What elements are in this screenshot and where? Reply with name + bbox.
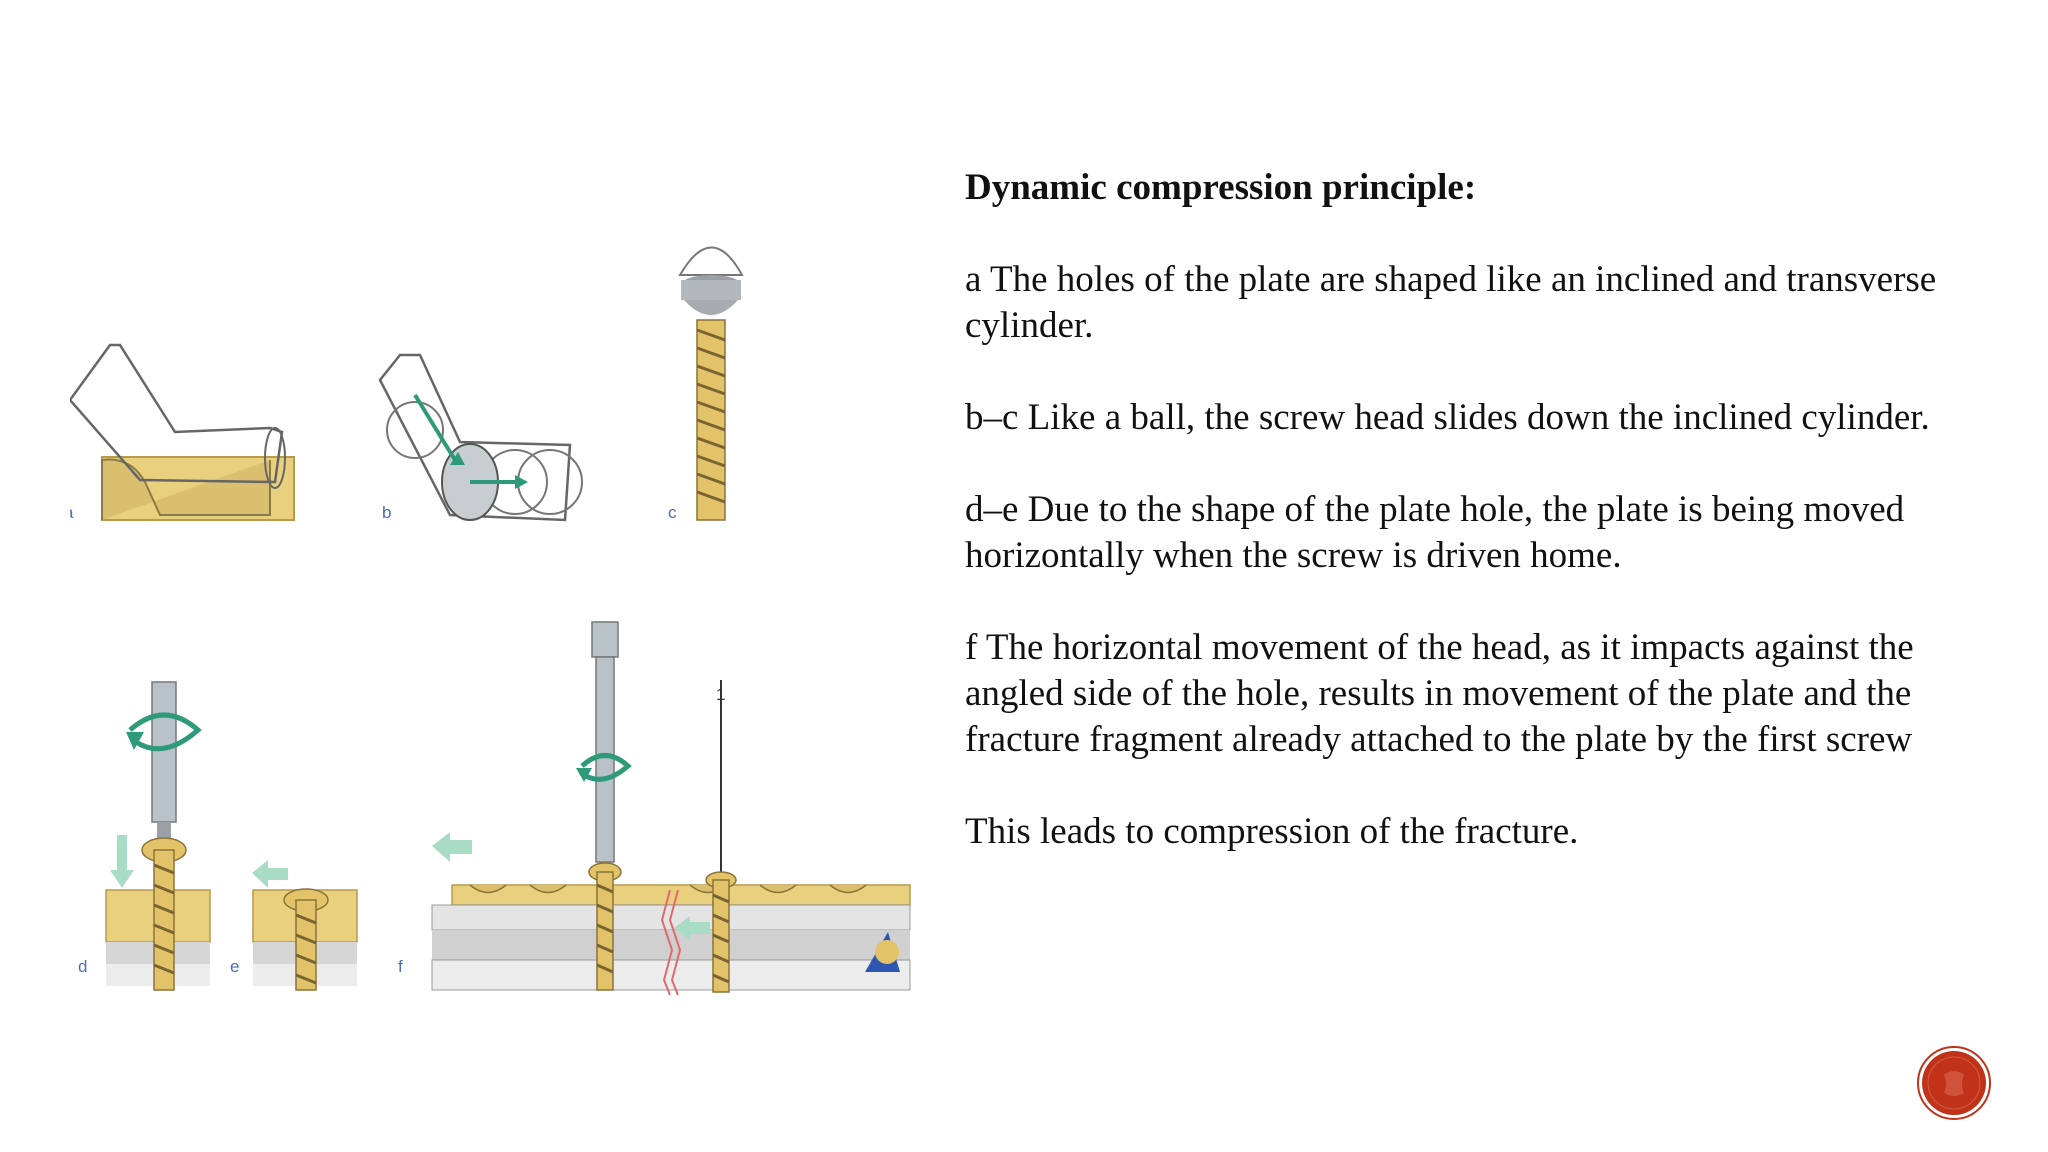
paragraph-b-c: b–c Like a ball, the screw head slides d…: [965, 397, 1930, 438]
panel-a-plate-hole: a: [70, 343, 295, 522]
logo-seal-icon[interactable]: [1916, 1045, 1992, 1121]
paragraph-f: f The horizontal movement of the head, a…: [965, 627, 1914, 760]
compression-principle-figure: a b c d: [70, 246, 911, 996]
panel-label-b: b: [382, 503, 391, 522]
panel-label-a: a: [70, 503, 74, 522]
panel-label-d: d: [78, 957, 87, 976]
marker-label-1: 1: [716, 685, 725, 704]
panel-d-screw-drive: d: [78, 681, 211, 991]
paragraph-conclusion: This leads to compression of the fractur…: [965, 811, 1579, 852]
panel-b-ball-slide: b: [378, 353, 583, 522]
panel-label-c: c: [668, 503, 677, 522]
panel-label-e: e: [230, 957, 239, 976]
panel-c-screw: c: [668, 246, 744, 522]
paragraph-d-e: d–e Due to the shape of the plate hole, …: [965, 489, 1905, 576]
panel-e-screw-home: e: [230, 860, 358, 991]
panel-label-f: f: [398, 957, 403, 976]
paragraph-a: a The holes of the plate are shaped like…: [965, 259, 1937, 346]
description-text-panel: Dynamic compression principle: a The hol…: [965, 165, 1985, 901]
panel-f-plate-movement: 1 f: [398, 621, 911, 996]
slide-heading: Dynamic compression principle:: [965, 167, 1477, 208]
